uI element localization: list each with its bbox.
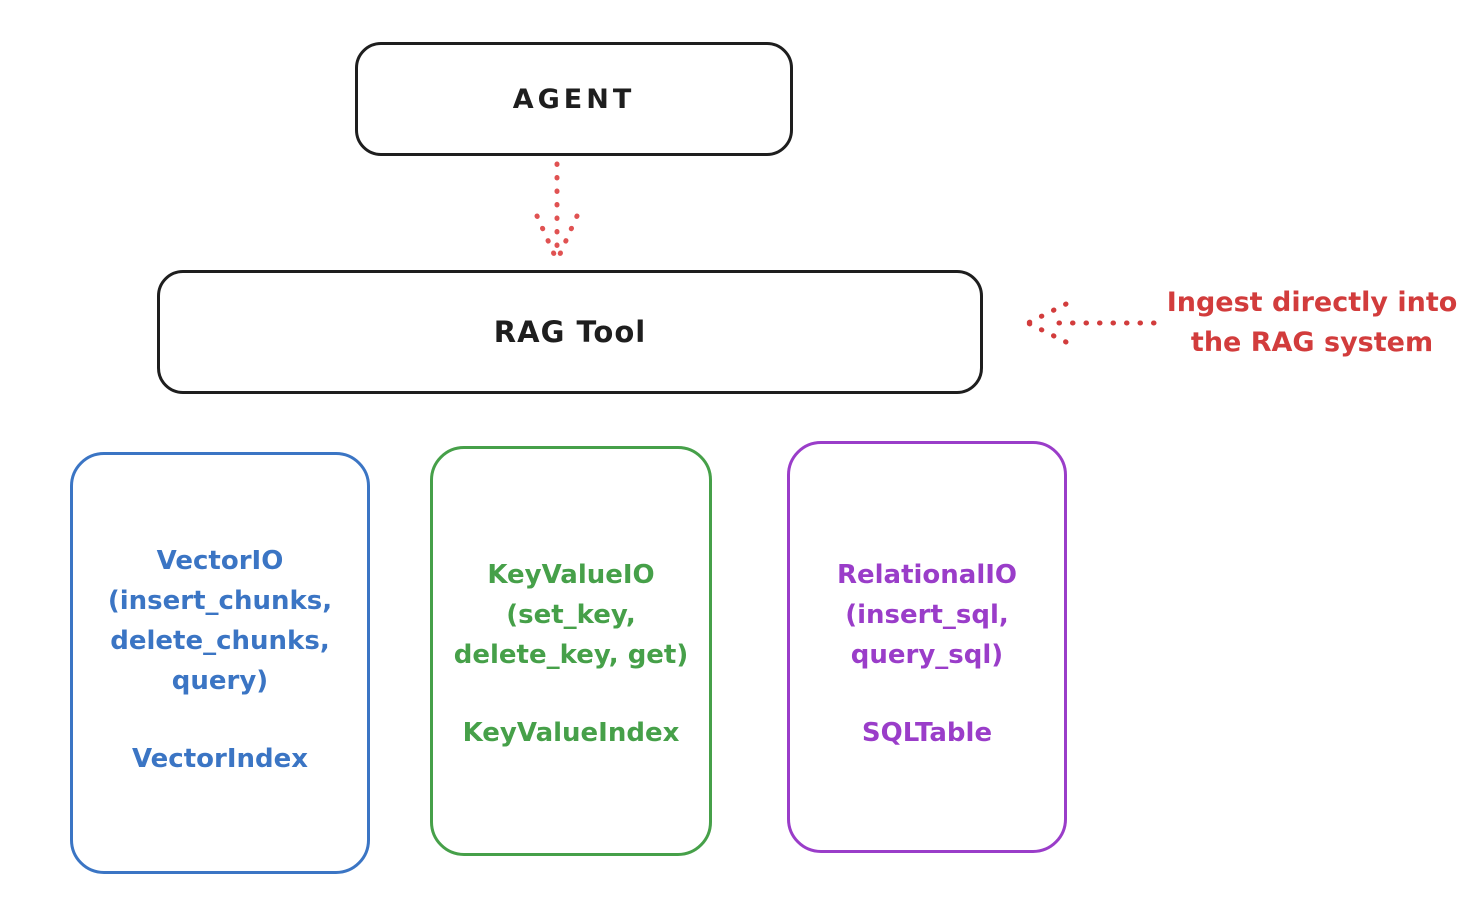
- ingest-annotation: Ingest directly into the RAG system: [1140, 283, 1484, 363]
- sqltable-label: SQLTable: [861, 718, 993, 748]
- vector-io-line: VectorIO: [156, 546, 284, 576]
- keyvalue-io-text: KeyValueIO (set_key, delete_key, get): [433, 555, 709, 675]
- rag-tool-box: RAG Tool: [157, 270, 983, 394]
- relational-io-line: RelationalIO: [836, 560, 1018, 590]
- vector-io-box: VectorIO (insert_chunks, delete_chunks, …: [70, 452, 370, 874]
- vector-io-text: VectorIO (insert_chunks, delete_chunks, …: [73, 541, 367, 701]
- arrow-down-icon: [534, 161, 580, 261]
- keyvalue-io-line: (set_key,: [506, 600, 636, 630]
- vector-index-label: VectorIndex: [131, 744, 309, 774]
- ingest-annotation-line2: the RAG system: [1190, 327, 1434, 358]
- keyvalue-io-line: delete_key, get): [453, 640, 689, 670]
- ingest-annotation-line1: Ingest directly into: [1166, 287, 1458, 318]
- relational-io-box: RelationalIO (insert_sql, query_sql) SQL…: [787, 441, 1067, 853]
- arrow-left-icon: [1025, 301, 1157, 345]
- keyvalue-index-label: KeyValueIndex: [462, 718, 680, 748]
- relational-io-text: RelationalIO (insert_sql, query_sql): [790, 555, 1064, 675]
- relational-io-line: query_sql): [850, 640, 1004, 670]
- relational-io-line: (insert_sql,: [845, 600, 1009, 630]
- keyvalue-io-line: KeyValueIO: [487, 560, 655, 590]
- keyvalue-io-box: KeyValueIO (set_key, delete_key, get) Ke…: [430, 446, 712, 856]
- vector-io-line: (insert_chunks,: [107, 586, 333, 616]
- vector-io-line: delete_chunks,: [110, 626, 330, 656]
- agent-label: AGENT: [512, 83, 636, 115]
- vector-io-line: query): [171, 666, 269, 696]
- agent-box: AGENT: [355, 42, 793, 156]
- rag-tool-label: RAG Tool: [493, 315, 647, 349]
